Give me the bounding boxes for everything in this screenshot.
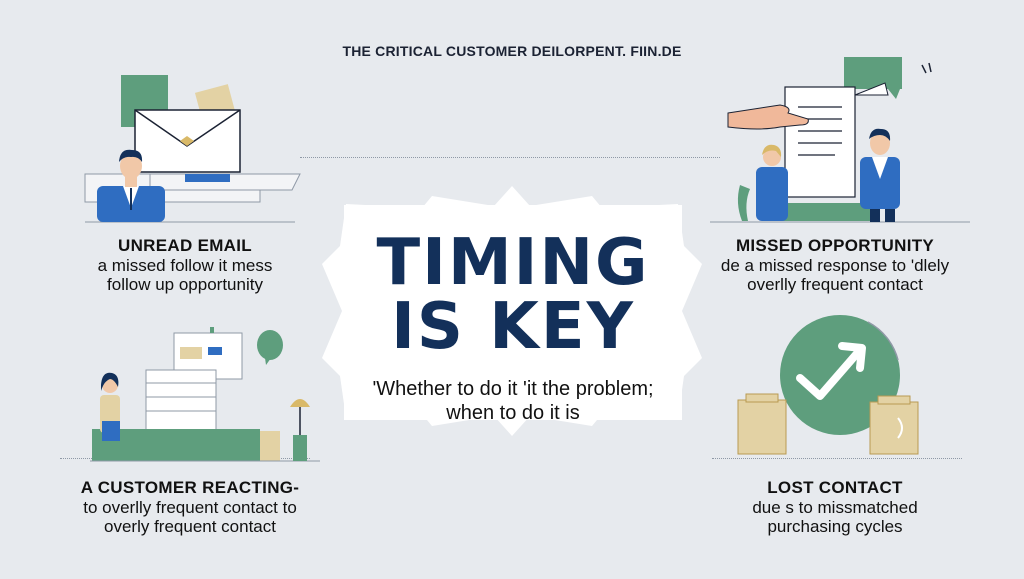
panel-unread-email: UNREAD EMAIL a missed follow it mess fol… (60, 236, 310, 294)
panel-unread-email-line1: a missed follow it mess (97, 256, 273, 275)
quote-line1: 'Whether to do it 'it the problem; (372, 378, 654, 400)
panel-lost-contact-line2: purchasing cycles (767, 517, 903, 536)
panel-customer-reacting: A CUSTOMER REACTING- to overlly frequent… (55, 478, 325, 536)
document-icon (784, 82, 889, 198)
panel-lost-contact: LOST CONTACT due s to missmatched purcha… (700, 478, 970, 536)
headline-line1: TIMING (376, 226, 650, 300)
lost-contact-illustration (737, 315, 919, 455)
woman-avatar (756, 144, 788, 221)
box-icon (737, 393, 787, 455)
chat-bubble-icon (844, 57, 902, 99)
envelope-icon (134, 109, 241, 173)
missed-opportunity-illustration (710, 57, 970, 223)
customer-reacting-illustration (90, 327, 320, 462)
panel-lost-contact-line1: due s to missmatched (752, 498, 918, 517)
page-header: THE CRITICAL CUSTOMER DEILORPENT. FIIN.D… (342, 43, 682, 59)
panel-unread-email-line2: follow up opportunity (107, 275, 263, 294)
chat-bubble-icon-small (257, 330, 283, 365)
man-avatar-right (860, 128, 900, 222)
panel-customer-reacting-line2: overly frequent contact (104, 517, 276, 536)
center-card: TIMING IS KEY 'Whether to do it 'it the … (344, 205, 682, 424)
panel-missed-opportunity-line2: overlly frequent contact (747, 275, 923, 294)
unread-email-illustration (84, 75, 301, 223)
headline-line2: IS KEY (391, 290, 635, 364)
panel-unread-email-title: UNREAD EMAIL (118, 236, 252, 255)
panel-customer-reacting-line1: to overlly frequent contact to (83, 498, 297, 517)
woman-customer-avatar (100, 372, 120, 441)
panel-missed-opportunity: MISSED OPPORTUNITY de a missed response … (700, 236, 970, 294)
quote: 'Whether to do it 'it the problem; when … (344, 377, 682, 425)
panel-lost-contact-title: LOST CONTACT (767, 478, 903, 497)
divider-bottom-right (712, 458, 962, 459)
panel-missed-opportunity-line1: de a missed response to 'dlely (720, 256, 950, 275)
man-avatar (97, 149, 165, 222)
divider-top (300, 157, 720, 158)
desk-lamp-icon (290, 399, 310, 461)
quote-line2: when to do it is (446, 402, 580, 424)
panel-missed-opportunity-title: MISSED OPPORTUNITY (735, 236, 935, 255)
box-icon-2 (869, 395, 919, 455)
panel-customer-reacting-title: A CUSTOMER REACTING- (80, 478, 300, 497)
